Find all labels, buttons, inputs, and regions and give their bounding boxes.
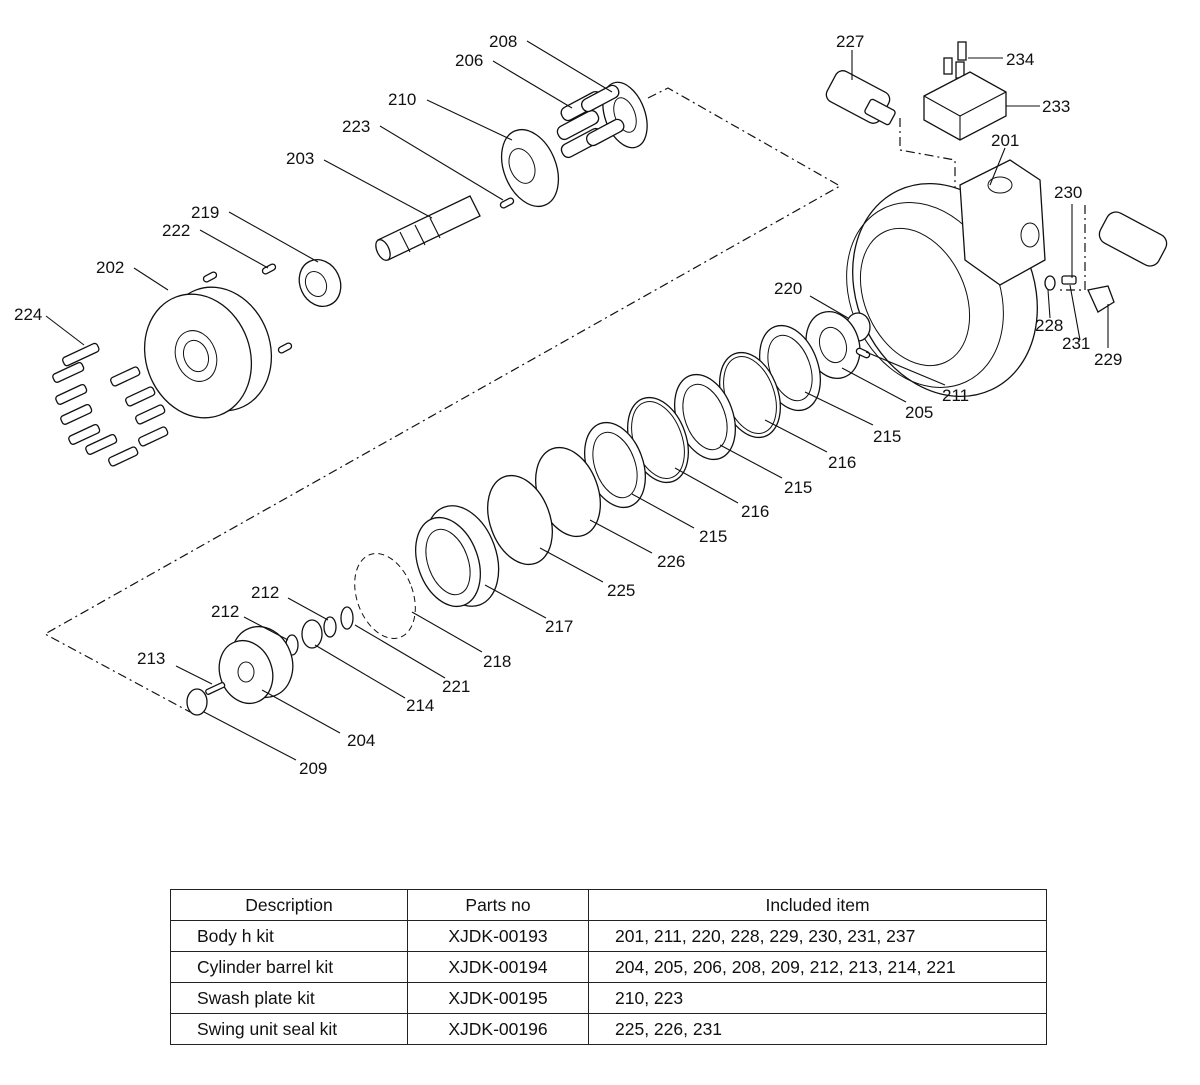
part-221-snap-ring	[340, 606, 354, 630]
cell-description: Cylinder barrel kit	[170, 951, 408, 983]
assembly-axis-line	[43, 87, 842, 713]
part-211-pin	[855, 347, 871, 359]
callout-212: 212	[211, 602, 239, 621]
cell-included-items: 201, 211, 220, 228, 229, 230, 231, 237	[588, 920, 1047, 952]
part-227-relief-valve	[825, 70, 896, 126]
cell-description: Swash plate kit	[170, 982, 408, 1014]
callout-229: 229	[1094, 350, 1122, 369]
exploded-parts-diagram: 208 206 210 223 203 219 222 202 224 227 …	[14, 32, 1168, 778]
callout-202: 202	[96, 258, 124, 277]
part-203-shaft	[375, 195, 481, 261]
callout-212: 212	[251, 583, 279, 602]
part-230-relief-cartridge	[1098, 211, 1168, 267]
callout-218: 218	[483, 652, 511, 671]
part-206-pistons	[556, 84, 625, 159]
kit-table: Description Parts no Included item Body …	[170, 889, 1047, 1045]
table-row: Swing unit seal kit XJDK-00196 225, 226,…	[170, 1013, 1047, 1045]
callout-224: 224	[14, 305, 42, 324]
callout-225: 225	[607, 581, 635, 600]
part-215-friction-plate-2	[674, 373, 736, 461]
part-214-spring	[301, 619, 323, 649]
callout-215: 215	[784, 478, 812, 497]
part-217-brake-piston	[415, 505, 500, 608]
cell-parts-no: XJDK-00195	[407, 982, 589, 1014]
header-description: Description	[170, 889, 408, 921]
cell-parts-no: XJDK-00196	[407, 1013, 589, 1045]
table-row: Cylinder barrel kit XJDK-00194 204, 205,…	[170, 951, 1047, 983]
part-233-valve-block	[923, 71, 1007, 141]
callout-203: 203	[286, 149, 314, 168]
callout-231: 231	[1062, 334, 1090, 353]
callout-labels: 208 206 210 223 203 219 222 202 224 227 …	[14, 32, 1122, 778]
callout-208: 208	[489, 32, 517, 51]
callout-228: 228	[1035, 316, 1063, 335]
cell-included-items: 225, 226, 231	[588, 1013, 1047, 1045]
callout-201: 201	[991, 131, 1019, 150]
table-row: Body h kit XJDK-00193 201, 211, 220, 228…	[170, 920, 1047, 952]
callout-211: 211	[942, 386, 969, 405]
part-222-pins	[202, 263, 293, 354]
cell-description: Body h kit	[170, 920, 408, 952]
callout-216: 216	[828, 453, 856, 472]
callout-226: 226	[657, 552, 685, 571]
callout-213: 213	[137, 649, 165, 668]
callout-205: 205	[905, 403, 933, 422]
part-228-oring	[1044, 275, 1056, 291]
part-224-bolts	[52, 342, 169, 467]
part-202-cover	[143, 286, 273, 419]
callout-210: 210	[388, 90, 416, 109]
part-208-valve-plate	[602, 81, 648, 149]
part-229-plug	[1087, 285, 1115, 313]
callout-217: 217	[545, 617, 573, 636]
part-213-pin	[205, 681, 226, 695]
callout-216: 216	[741, 502, 769, 521]
relief-axis-line	[1060, 205, 1086, 291]
callout-223: 223	[342, 117, 370, 136]
callout-209: 209	[299, 759, 327, 778]
header-parts-no: Parts no	[407, 889, 589, 921]
callout-230: 230	[1054, 183, 1082, 202]
callout-215: 215	[873, 427, 901, 446]
part-234-bolts	[943, 41, 967, 79]
part-201-housing	[846, 159, 1046, 398]
part-231-spring	[1061, 275, 1077, 285]
part-204-cylinder-barrel	[218, 625, 294, 705]
callout-222: 222	[162, 221, 190, 240]
callout-219: 219	[191, 203, 219, 222]
cell-included-items: 204, 205, 206, 208, 209, 212, 213, 214, …	[588, 951, 1047, 983]
callout-220: 220	[774, 279, 802, 298]
part-212-spacer-1	[323, 616, 337, 638]
part-210-swash-plate	[500, 129, 560, 207]
table-row: Swash plate kit XJDK-00195 210, 223	[170, 982, 1047, 1014]
cell-parts-no: XJDK-00194	[407, 951, 589, 983]
callout-215: 215	[699, 527, 727, 546]
callout-221: 221	[442, 677, 470, 696]
cell-included-items: 210, 223	[588, 982, 1047, 1014]
part-219-bearing	[298, 259, 342, 307]
callout-214: 214	[406, 696, 434, 715]
callout-233: 233	[1042, 97, 1070, 116]
part-218-springs	[354, 553, 416, 639]
callout-234: 234	[1006, 50, 1034, 69]
header-included-item: Included item	[588, 889, 1047, 921]
callout-204: 204	[347, 731, 375, 750]
part-225-oring	[487, 474, 553, 566]
callout-206: 206	[455, 51, 483, 70]
cell-parts-no: XJDK-00193	[407, 920, 589, 952]
part-209-bearing	[186, 688, 208, 716]
leader-lines	[45, 40, 1109, 761]
callout-227: 227	[836, 32, 864, 51]
cell-description: Swing unit seal kit	[170, 1013, 408, 1045]
part-223-pin	[499, 197, 515, 209]
kit-table-header: Description Parts no Included item	[170, 889, 1047, 921]
